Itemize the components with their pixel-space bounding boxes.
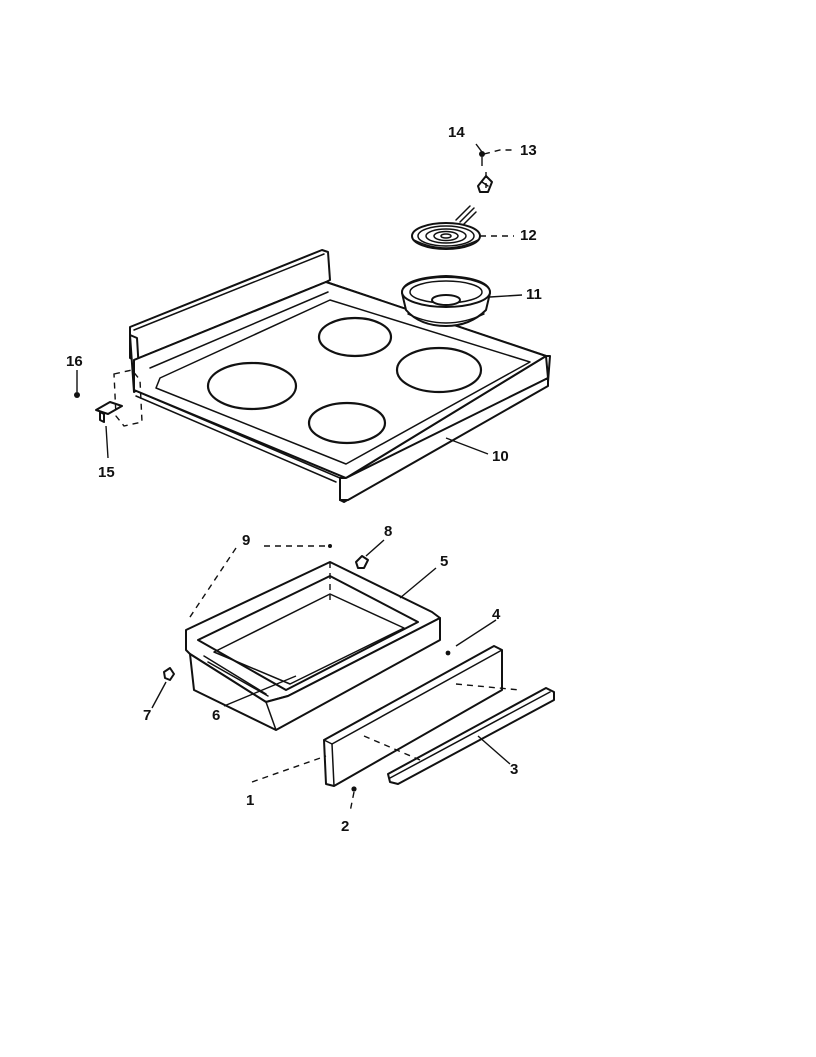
callout-1: 1 bbox=[246, 792, 254, 809]
leader-lines bbox=[76, 143, 523, 813]
screw-4 bbox=[445, 650, 451, 656]
drawer-body bbox=[185, 561, 441, 731]
callout-16: 16 bbox=[66, 353, 83, 370]
drawer-front-panel bbox=[323, 645, 503, 787]
callout-15: 15 bbox=[98, 464, 115, 481]
clip-7 bbox=[163, 667, 175, 681]
callout-numbers: 14 13 12 11 10 16 15 9 8 5 4 6 7 3 1 2 bbox=[66, 124, 542, 835]
burner-opening-left-rear bbox=[317, 316, 393, 358]
callout-5: 5 bbox=[440, 553, 448, 570]
hinge bbox=[95, 369, 143, 427]
clip-8 bbox=[355, 555, 369, 569]
burner-opening-right-front bbox=[307, 401, 387, 445]
trim-strip bbox=[387, 687, 555, 785]
callout-2: 2 bbox=[341, 818, 349, 835]
burner-opening-right-rear bbox=[395, 346, 483, 394]
surface-element bbox=[411, 205, 481, 250]
screw-2 bbox=[351, 786, 357, 792]
cooktop bbox=[129, 249, 551, 503]
receptacle-bracket bbox=[477, 175, 493, 193]
callout-7: 7 bbox=[143, 707, 151, 724]
burner-opening-left-front bbox=[206, 361, 298, 411]
callout-11: 11 bbox=[526, 286, 542, 303]
callout-8: 8 bbox=[384, 523, 392, 540]
callout-6: 6 bbox=[212, 707, 220, 724]
drip-bowl bbox=[401, 275, 491, 327]
callout-14: 14 bbox=[448, 124, 465, 141]
callout-12: 12 bbox=[520, 227, 537, 244]
callout-10: 10 bbox=[492, 448, 509, 465]
callout-4: 4 bbox=[492, 606, 501, 623]
screw-14 bbox=[479, 151, 485, 166]
callout-13: 13 bbox=[520, 142, 537, 159]
callout-3: 3 bbox=[510, 761, 518, 778]
callout-9: 9 bbox=[242, 532, 250, 549]
screw-16 bbox=[74, 392, 80, 398]
